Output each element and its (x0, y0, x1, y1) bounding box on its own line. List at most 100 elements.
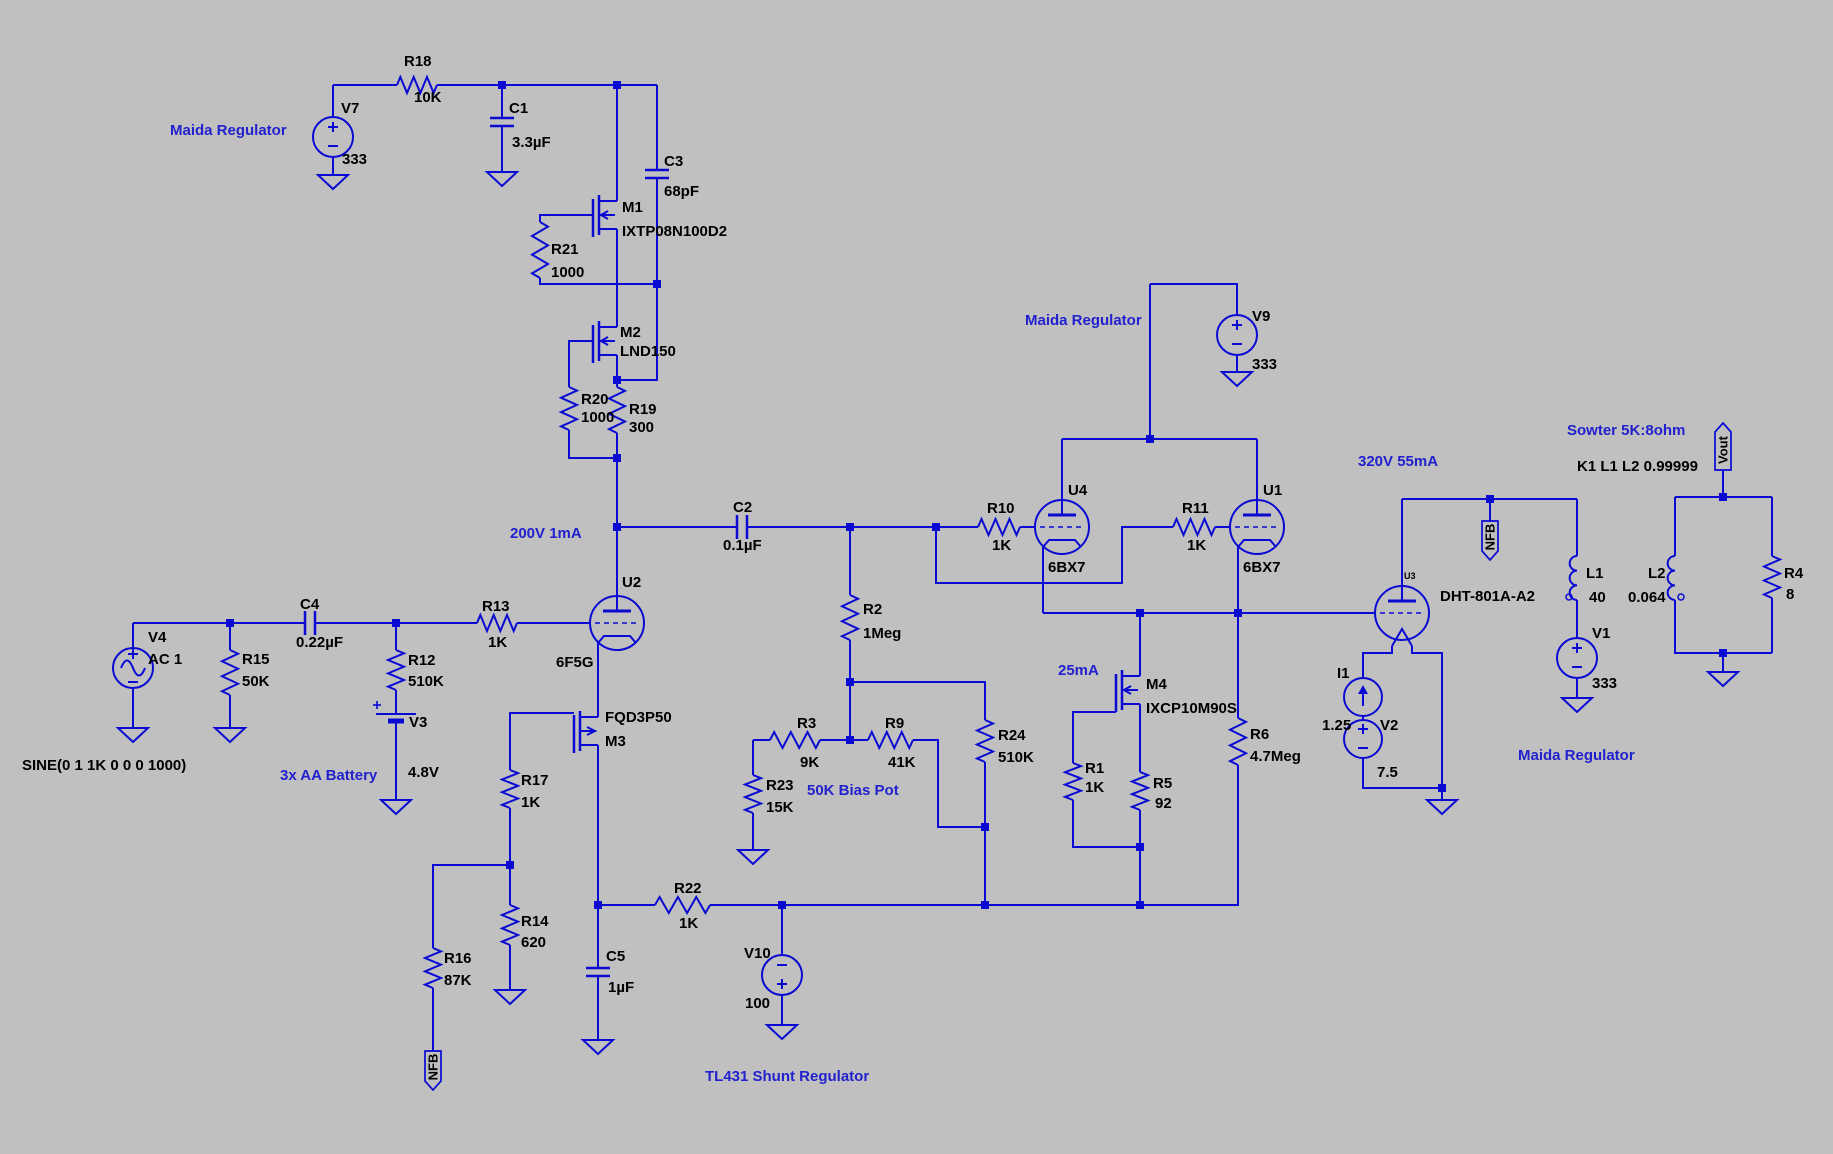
ground-symbol[interactable] (492, 989, 528, 1006)
capacitor-C2[interactable] (735, 515, 749, 539)
resistor-R11[interactable] (1172, 516, 1216, 538)
capacitor-C4[interactable] (303, 611, 317, 635)
voltage-source-V4[interactable] (112, 647, 154, 689)
label-components-R5-des: R5 (1153, 775, 1172, 792)
net-flag-nfb-top[interactable] (1481, 520, 1499, 562)
label-components-R23-des: R23 (766, 777, 794, 794)
ground-symbol[interactable] (735, 849, 771, 866)
capacitor-C3[interactable] (645, 168, 669, 180)
current-source-I1[interactable] (1343, 677, 1383, 717)
label-components-V4-val: AC 1 (148, 651, 182, 668)
resistor-R1[interactable] (1062, 762, 1084, 801)
label-components-R2-val: 1Meg (863, 625, 901, 642)
label-components-L1-des: L1 (1586, 565, 1604, 582)
mosfet-M4[interactable] (1114, 670, 1140, 712)
resistor-R3[interactable] (769, 729, 821, 751)
label-components-R1-val: 1K (1085, 779, 1104, 796)
label-components-R5-val: 92 (1155, 795, 1172, 812)
label-annotations-tl431: TL431 Shunt Regulator (705, 1068, 869, 1085)
resistor-R20[interactable] (558, 386, 580, 431)
resistor-R18[interactable] (396, 74, 438, 96)
wires[interactable] (132, 84, 1773, 1051)
inductor-L2[interactable] (1666, 555, 1685, 601)
ground-symbol[interactable] (115, 727, 151, 744)
ground-symbol[interactable] (1705, 671, 1741, 688)
label-components-R10-val: 1K (992, 537, 1011, 554)
resistor-R17[interactable] (499, 769, 521, 809)
resistor-R22[interactable] (654, 894, 711, 916)
label-components-M2-val: LND150 (620, 343, 676, 360)
ground-symbol[interactable] (1219, 371, 1255, 388)
ground-symbol[interactable] (580, 1039, 616, 1056)
label-components-I1-val: 1.25 (1322, 717, 1351, 734)
ground-symbol[interactable] (1424, 799, 1460, 816)
label-components-L2-val: 0.064 (1628, 589, 1666, 606)
label-components-R1-des: R1 (1085, 760, 1104, 777)
junction-dot (778, 901, 786, 909)
junction-dot (846, 678, 854, 686)
resistor-R24[interactable] (974, 719, 996, 763)
voltage-source-V7[interactable] (312, 116, 354, 158)
junction-dot (1136, 843, 1144, 851)
net-flag-nfb-bottom[interactable] (424, 1050, 442, 1092)
resistor-R6[interactable] (1227, 717, 1249, 766)
label-components-R21-val: 1000 (551, 264, 584, 281)
label-components-C5-val: 1µF (608, 979, 634, 996)
mosfet-M3[interactable] (572, 711, 598, 753)
resistor-R2[interactable] (839, 594, 861, 641)
label-annotations-maida_right: Maida Regulator (1518, 747, 1635, 764)
net-flag-vout[interactable] (1714, 421, 1732, 471)
junction-dot (932, 523, 940, 531)
mosfet-M1[interactable] (591, 195, 617, 237)
label-components-M4-val: IXCP10M90S (1146, 700, 1237, 717)
label-components-L1-val: 40 (1589, 589, 1606, 606)
resistor-R10[interactable] (977, 516, 1021, 538)
resistor-R4[interactable] (1761, 555, 1783, 599)
label-components-R12-val: 510K (408, 673, 444, 690)
label-components-R12-des: R12 (408, 652, 436, 669)
label-components-U2-des: U2 (622, 574, 641, 591)
tube-U4[interactable] (1034, 499, 1090, 555)
battery-V3[interactable] (373, 701, 416, 724)
resistor-R12[interactable] (385, 649, 407, 691)
tube-U1[interactable] (1229, 499, 1285, 555)
resistor-R16[interactable] (422, 947, 444, 989)
resistor-R19[interactable] (606, 386, 628, 434)
label-components-R3-des: R3 (797, 715, 816, 732)
ground-symbol[interactable] (1559, 697, 1595, 714)
label-components-C1-val: 3.3µF (512, 134, 551, 151)
voltage-source-V10[interactable] (761, 954, 803, 996)
resistor-R13[interactable] (476, 612, 518, 634)
ground-symbol[interactable] (484, 171, 520, 188)
label-components-R14-des: R14 (521, 913, 549, 930)
label-annotations-battery: 3x AA Battery (280, 767, 378, 784)
junction-dot (1234, 609, 1242, 617)
voltage-source-V1[interactable] (1556, 637, 1598, 679)
voltage-source-V9[interactable] (1216, 314, 1258, 356)
resistor-R23[interactable] (742, 774, 764, 814)
tube-U2[interactable] (589, 595, 645, 651)
resistor-R9[interactable] (867, 729, 914, 751)
resistor-R21[interactable] (530, 221, 550, 279)
resistor-R5[interactable] (1129, 771, 1151, 811)
junction-dot (846, 736, 854, 744)
label-components-V7-val: 333 (342, 151, 367, 168)
inductor-L1[interactable] (1565, 555, 1578, 601)
label-components-V9-des: V9 (1252, 308, 1270, 325)
ground-symbol[interactable] (315, 174, 351, 191)
voltage-source-V2[interactable] (1343, 719, 1383, 759)
tube-U3[interactable] (1374, 585, 1430, 647)
ground-symbol[interactable] (212, 727, 248, 744)
ground-symbol[interactable] (764, 1024, 800, 1041)
mosfet-M2[interactable] (591, 321, 617, 363)
resistor-R14[interactable] (499, 904, 521, 946)
label-flags-nfb_top: NFB (1483, 524, 1498, 551)
capacitor-C1[interactable] (490, 116, 514, 128)
resistor-R15[interactable] (219, 649, 241, 696)
label-annotations-node_320v: 320V 55mA (1358, 453, 1438, 470)
junction-dot (1136, 901, 1144, 909)
ground-symbol[interactable] (378, 799, 414, 816)
capacitor-C5[interactable] (586, 966, 610, 978)
